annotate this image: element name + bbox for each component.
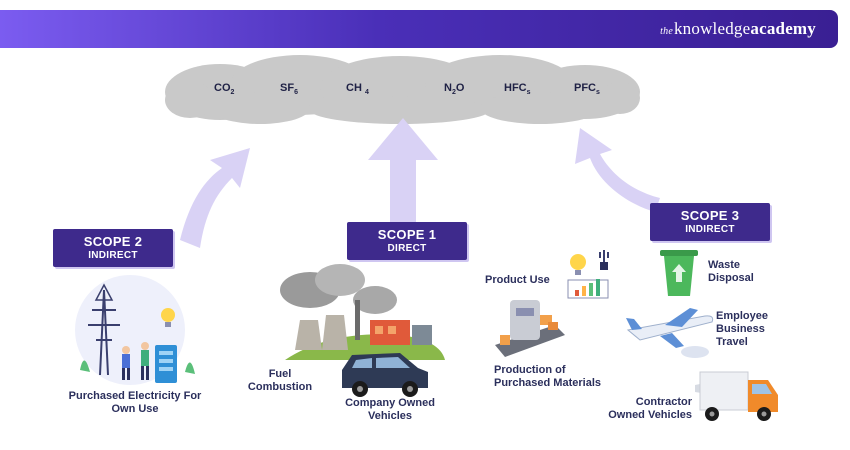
airplane-illustration [626,308,714,358]
production-illustration [495,300,565,357]
label-production-materials: Production of Purchased Materials [494,364,601,389]
label-waste-disposal: Waste Disposal [708,259,754,284]
label-fuel-combustion: Fuel Combustion [247,368,313,393]
scope2-box: SCOPE 2 INDIRECT [53,229,173,267]
gas-n2o: N2O [444,82,465,97]
brand-prefix: the [660,26,673,37]
label-company-vehicles: Company Owned Vehicles [345,397,435,422]
scope-arrows [180,118,660,248]
product-use-illustration [567,250,609,299]
brand-academy: academy [750,19,816,38]
label-employee-travel: Employee Business Travel [716,310,768,348]
scope2-subtitle: INDIRECT [88,250,138,261]
brand-logo: theknowledgeacademy [660,19,816,39]
scope3-title: SCOPE 3 [680,208,740,223]
scope1-subtitle: DIRECT [387,243,427,254]
label-contractor-vehicles: Contractor Owned Vehicles [608,396,692,421]
factory-illustration [280,264,445,397]
gas-sf6: SF6 [280,82,298,97]
brand-knowledge: knowledge [673,19,751,38]
gas-pfcs: PFCs [574,82,600,97]
scope2-title: SCOPE 2 [83,234,143,249]
scope1-box: SCOPE 1 DIRECT [347,222,467,260]
scope1-title: SCOPE 1 [377,227,437,242]
header-bar: theknowledgeacademy [0,10,838,48]
label-purchased-electricity: Purchased Electricity For Own Use [68,390,202,415]
emissions-cloud [165,55,640,124]
scope3-subtitle: INDIRECT [685,224,735,235]
gas-co2: CO2 [214,82,235,97]
label-product-use: Product Use [485,274,550,286]
gas-hfcs: HFCs [504,82,531,97]
scope3-box: SCOPE 3 INDIRECT [650,203,770,241]
electricity-illustration [75,275,195,385]
gas-ch4: CH 4 [346,82,369,97]
waste-bin-illustration [660,250,698,296]
truck-illustration [695,371,778,421]
